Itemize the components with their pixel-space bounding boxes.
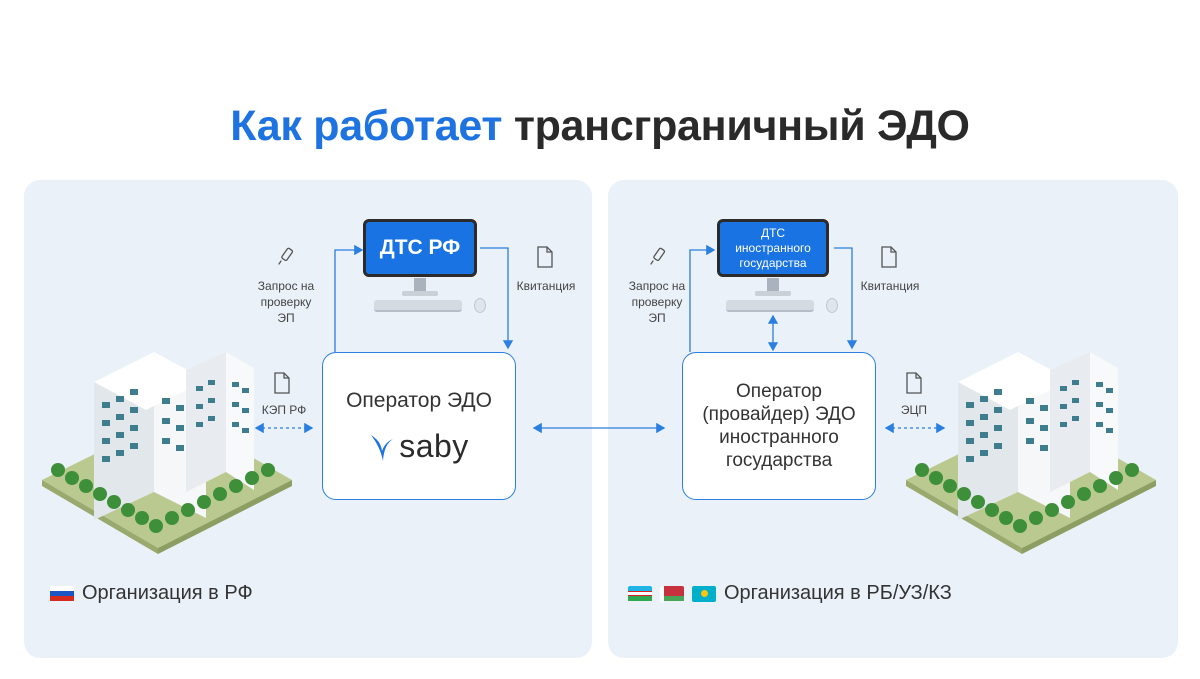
left-office-building-illustration <box>42 352 292 554</box>
right-receipt-label: Квитанция <box>860 279 920 293</box>
saby-bird-icon <box>371 435 394 461</box>
page-title: Как работает трансграничный ЭДО <box>0 100 1200 152</box>
right-monitor-base <box>755 291 791 296</box>
left-signature-label: КЭП РФ <box>261 403 307 417</box>
usb-token-icon <box>278 247 294 265</box>
saby-wordmark: saby <box>399 427 469 464</box>
left-monitor-base <box>402 291 438 296</box>
right-monitor-screen: ДТС иностранного государства <box>720 222 826 274</box>
title-rest: трансграничный ЭДО <box>513 102 970 150</box>
left-receipt-arrow <box>480 247 514 350</box>
right-receipt-arrow <box>834 247 858 350</box>
left-request-arrow <box>334 244 364 352</box>
right-usb-token-icon <box>650 247 666 265</box>
right-office-building-illustration <box>906 352 1156 554</box>
left-mouse <box>474 298 486 313</box>
foreign-operator-label: Оператор (провайдер) ЭДО иностранного го… <box>702 381 856 471</box>
foreign-organization-label: Организация в РБ/УЗ/КЗ <box>724 582 952 604</box>
left-request-label: Запрос на проверку ЭП <box>257 279 315 325</box>
right-keyboard <box>726 300 814 312</box>
right-signature-document-icon <box>906 372 922 394</box>
foreign-operator-box: Оператор (провайдер) ЭДО иностранного го… <box>682 352 876 500</box>
left-monitor-screen: ДТС РФ <box>366 222 474 274</box>
russian-operator-label: Оператор ЭДО <box>346 388 492 412</box>
russia-organization-label: Организация в РФ <box>82 582 253 604</box>
kazakhstan-flag-icon <box>692 585 716 602</box>
left-receipt-label: Квитанция <box>516 279 576 293</box>
saby-logo: saby <box>369 428 469 465</box>
uzbekistan-flag-icon <box>628 585 652 602</box>
russia-organization: Организация в РФ <box>50 582 253 605</box>
right-request-label: Запрос на проверку ЭП <box>628 279 686 325</box>
right-receipt-document-icon <box>881 246 897 268</box>
right-monitor-neck <box>767 278 779 292</box>
foreign-organization: Организация в РБ/УЗ/КЗ <box>628 582 952 605</box>
right-request-arrow <box>689 244 716 352</box>
right-signature-label: ЭЦП <box>900 403 928 417</box>
russia-flag-icon <box>50 585 74 602</box>
left-signature-document-icon <box>274 372 290 394</box>
title-accent: Как работает <box>230 102 503 150</box>
belarus-flag-icon <box>660 585 684 602</box>
russian-operator-box: Оператор ЭДО saby <box>322 352 516 500</box>
left-receipt-document-icon <box>537 246 553 268</box>
left-monitor-neck <box>414 278 426 292</box>
left-keyboard <box>374 300 462 312</box>
right-mouse <box>826 298 838 313</box>
